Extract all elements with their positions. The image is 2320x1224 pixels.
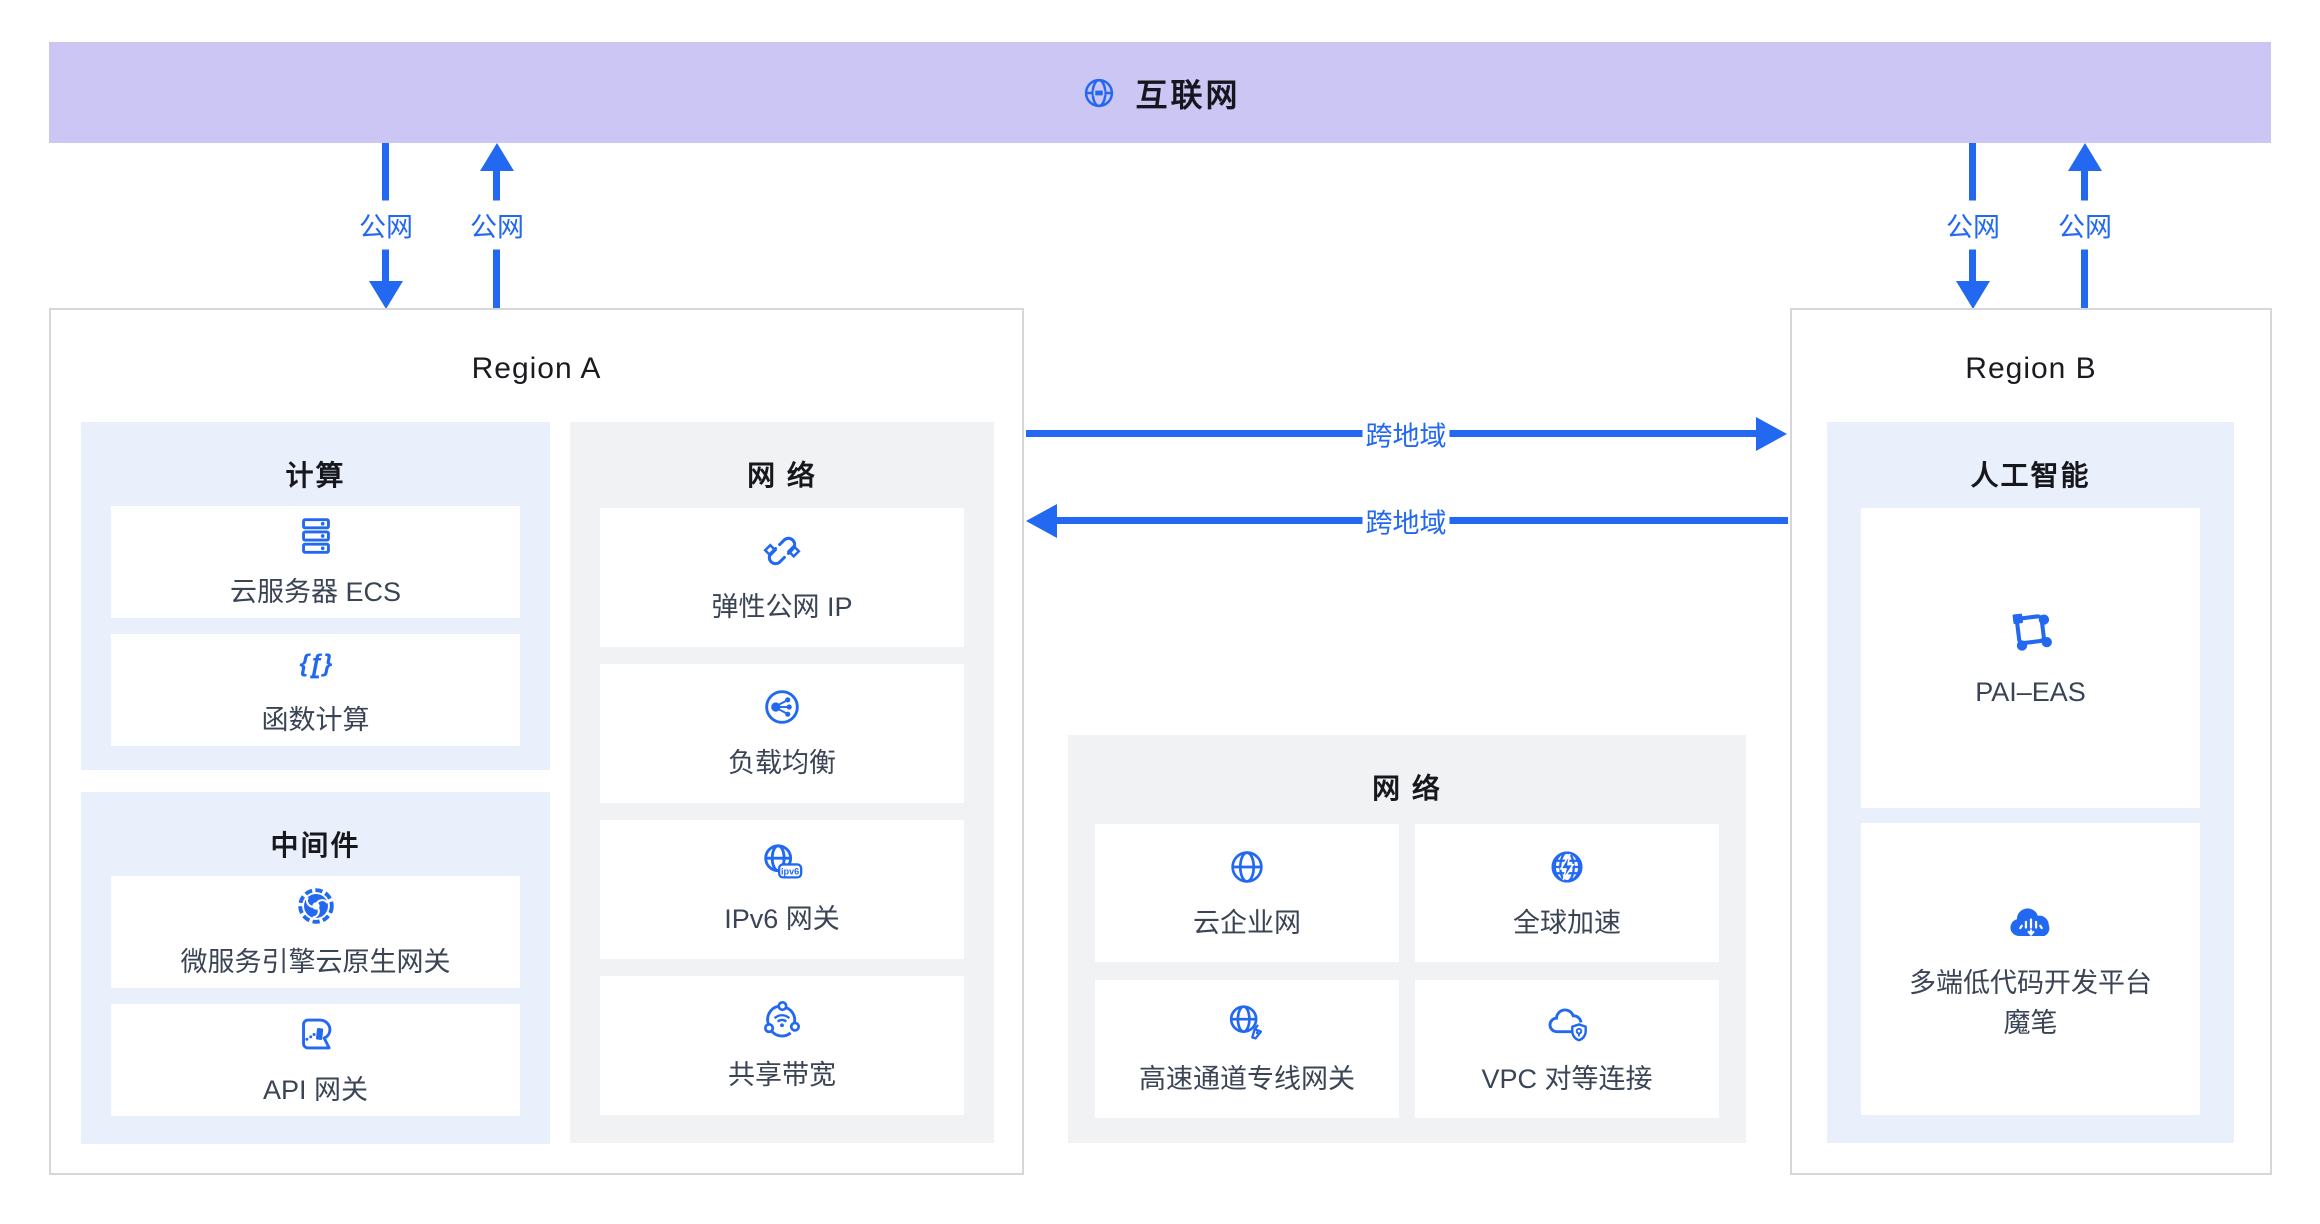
card-api-gateway: API 网关 [111, 1004, 520, 1116]
card-vpc-peering: VPC 对等连接 [1415, 980, 1719, 1118]
card-ipv6-gateway: ipv6 IPv6 网关 [600, 820, 964, 959]
card-mse: 微服务引擎云原生网关 [111, 876, 520, 988]
cen-icon [1231, 850, 1263, 883]
slb-icon [765, 690, 799, 724]
public-left-down-label: 公网 [356, 200, 416, 250]
mse-icon [297, 887, 334, 924]
card-label: API 网关 [262, 1074, 369, 1105]
card-label: 微服务引擎云原生网关 [180, 946, 451, 977]
internet-label: 互联网 [1135, 76, 1241, 113]
region-a: Region A 计算 云服务器 ECS {ƒ} 函数计算 [49, 308, 1024, 1175]
section-network-a-title: 网 络 [747, 460, 817, 491]
section-network-central-title: 网 络 [1372, 773, 1442, 804]
mobi-icon [2009, 907, 2049, 936]
eip-icon [763, 536, 801, 566]
arrow-public-right-up-head [2068, 143, 2102, 171]
ipv6-gateway-icon: ipv6 [764, 844, 803, 879]
card-label: 高速通道专线网关 [1139, 1063, 1355, 1094]
section-ai-title: 人工智能 [1970, 460, 2091, 491]
shared-bandwidth-icon [763, 1000, 801, 1038]
function-compute-icon: {ƒ} [299, 649, 333, 678]
vpc-peering-icon [1548, 1008, 1587, 1041]
svg-text:ipv6: ipv6 [781, 866, 799, 876]
card-eip: 弹性公网 IP [600, 508, 964, 647]
arrow-public-left-up-head [480, 143, 514, 171]
arrow-cross-region-left-head [1026, 504, 1057, 538]
ga-icon [1551, 850, 1583, 883]
card-label: 函数计算 [261, 704, 370, 735]
card-label: 共享带宽 [728, 1060, 836, 1090]
cross-region-right-label: 跨地域 [1362, 409, 1450, 459]
card-ecs: 云服务器 ECS [111, 506, 520, 618]
cross-region-left-label: 跨地域 [1362, 496, 1450, 546]
card-pai-eas: PAI–EAS [1861, 508, 2200, 808]
arrow-cross-region-right-head [1756, 417, 1787, 451]
card-label: 云服务器 ECS [229, 576, 402, 607]
globe-icon [1085, 78, 1114, 107]
card-label-line2: 魔笔 [2003, 1007, 2058, 1038]
card-label: 负载均衡 [728, 748, 836, 778]
card-express-connect: 高速通道专线网关 [1095, 980, 1399, 1118]
section-compute: 计算 云服务器 ECS {ƒ} 函数计算 [81, 422, 550, 770]
api-gateway-icon [301, 1018, 331, 1049]
card-label: 云企业网 [1193, 907, 1301, 938]
card-shared-bandwidth: 共享带宽 [600, 976, 964, 1115]
card-mobi: 多端低代码开发平台 魔笔 [1861, 823, 2200, 1115]
section-ai: 人工智能 PAI–EAS [1827, 422, 2234, 1143]
region-b-title: Region B [1965, 352, 2097, 385]
card-label: 多端低代码开发平台 [1909, 967, 2152, 998]
express-connect-icon [1229, 1004, 1263, 1039]
arrow-public-left-down-head [369, 281, 403, 309]
public-left-up-label: 公网 [467, 200, 527, 250]
pai-eas-icon [2012, 613, 2052, 651]
card-label: 弹性公网 IP [711, 592, 853, 622]
card-ga: 全球加速 [1415, 824, 1719, 962]
region-a-title: Region A [471, 352, 602, 385]
svg-text:{ƒ}: {ƒ} [299, 649, 333, 677]
card-function-compute: {ƒ} 函数计算 [111, 634, 520, 746]
public-right-up-label: 公网 [2055, 200, 2115, 250]
section-middleware-title: 中间件 [270, 830, 361, 861]
card-label: VPC 对等连接 [1481, 1063, 1653, 1094]
public-right-down-label: 公网 [1943, 200, 2003, 250]
card-cen: 云企业网 [1095, 824, 1399, 962]
card-slb: 负载均衡 [600, 664, 964, 803]
card-label: 全球加速 [1513, 907, 1621, 938]
card-label: IPv6 网关 [724, 904, 840, 934]
internet-banner: 互联网 [49, 42, 2271, 143]
section-network-a: 网 络 弹性公网 IP [570, 422, 994, 1143]
section-network-central: 网 络 云企业网 全球加速 [1068, 735, 1746, 1143]
section-middleware: 中间件 微服务引擎云原生网关 API 网关 [81, 792, 550, 1144]
card-label: PAI–EAS [1975, 676, 2086, 707]
ecs-icon [301, 517, 330, 554]
arrow-public-right-down-head [1956, 281, 1990, 309]
section-compute-title: 计算 [285, 460, 346, 491]
region-b: Region B 人工智能 PAI–EAS [1790, 308, 2272, 1175]
